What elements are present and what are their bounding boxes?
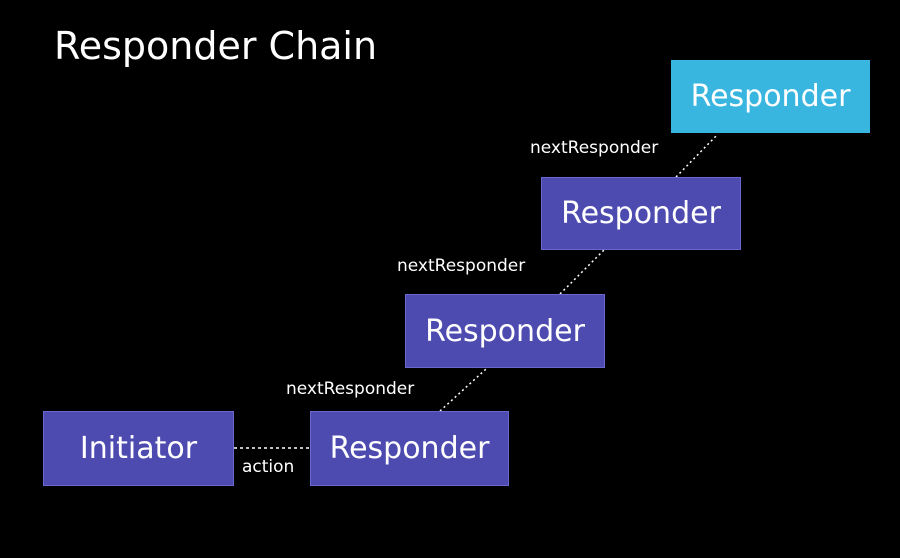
initiator-node: Initiator [43,411,234,486]
responder-node-3: Responder [541,177,741,250]
next-connector-2 [559,249,605,295]
initiator-label: Initiator [79,431,198,466]
responder-node-2: Responder [405,294,605,368]
next-responder-label-2: nextResponder [397,256,526,276]
next-responder-label-1: nextResponder [286,379,415,399]
responder-node-final: Responder [671,60,870,133]
next-connector-1 [439,368,487,412]
responder-label-2: Responder [425,313,585,349]
next-responder-label-3: nextResponder [530,138,659,158]
responder-node-1: Responder [310,411,509,486]
responder-label-3: Responder [561,196,721,231]
responder-label-final: Responder [690,79,851,114]
responder-label-1: Responder [329,431,490,466]
action-edge-label: action [242,457,295,477]
diagram-title: Responder Chain [54,24,378,68]
next-connector-3 [675,133,719,178]
